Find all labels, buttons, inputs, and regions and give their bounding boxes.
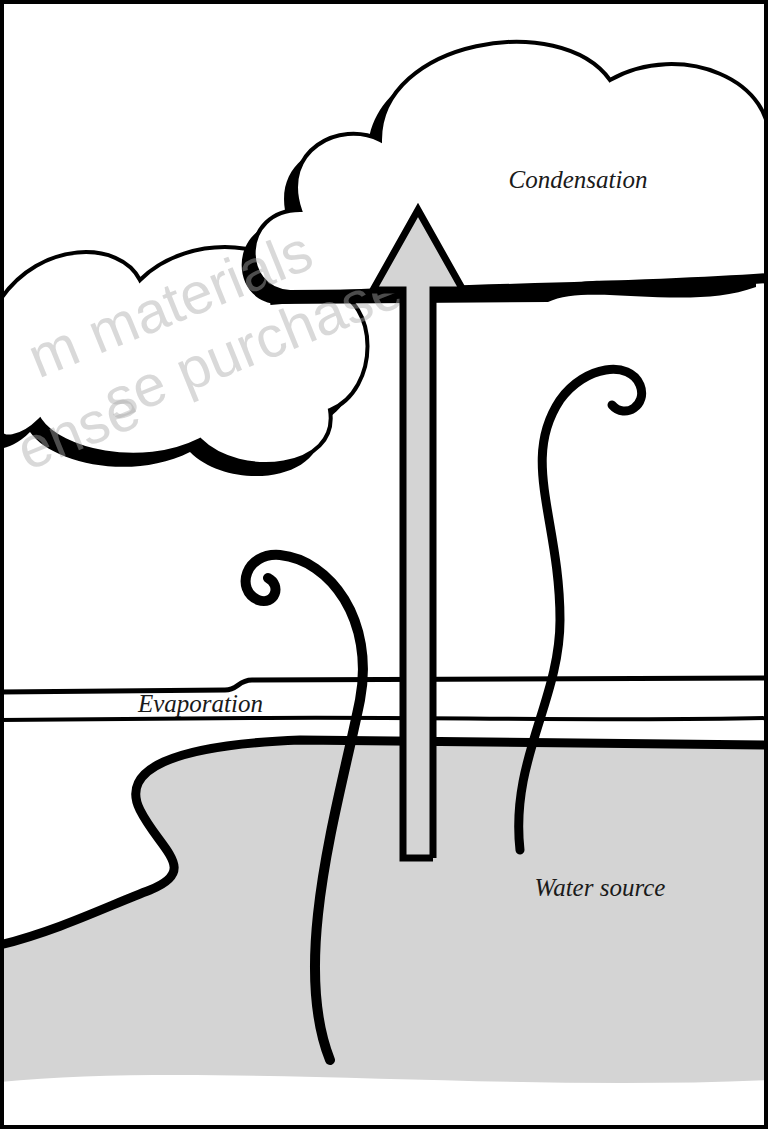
shoreline [0,740,768,945]
horizon-line [0,678,768,692]
process-label: Evaporation [138,690,263,718]
vapor-swirl [246,555,363,1060]
node-label: Condensation [509,166,648,194]
flow-arrow [373,210,463,858]
vapor-swirl [519,369,642,850]
water-body [0,740,768,1083]
horizon-line [0,718,768,720]
water-node: Water source [330,858,750,918]
cloud-node: Condensation [418,150,738,210]
node-label: Water source [535,874,666,902]
cloud [254,42,768,292]
